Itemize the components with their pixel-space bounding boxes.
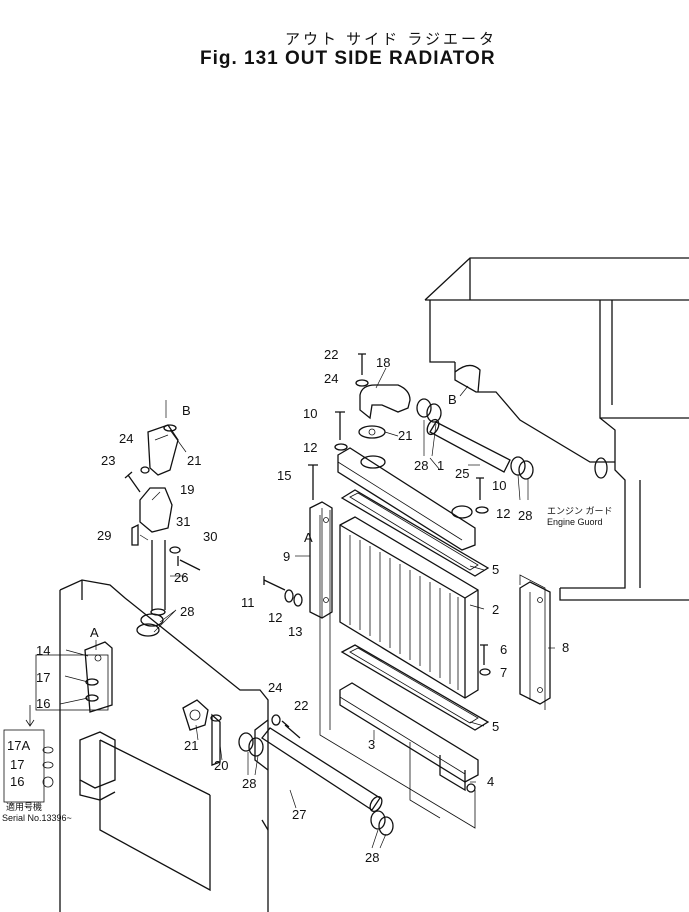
label-24-left: 24 bbox=[119, 431, 133, 446]
engine-guard-drawing bbox=[424, 257, 689, 601]
label-17-serial: 17 bbox=[10, 757, 24, 772]
hose-clamps-part-28 bbox=[136, 398, 534, 836]
label-30: 30 bbox=[203, 529, 217, 544]
label-8: 8 bbox=[562, 640, 569, 655]
label-22-lower: 22 bbox=[294, 698, 308, 713]
label-12-mid: 12 bbox=[268, 610, 282, 625]
label-21-left: 21 bbox=[187, 453, 201, 468]
label-2: 2 bbox=[492, 602, 499, 617]
radiator-frame bbox=[319, 510, 546, 829]
label-31: 31 bbox=[176, 514, 190, 529]
label-24-upper: 24 bbox=[324, 371, 338, 386]
label-11: 11 bbox=[241, 595, 255, 610]
gasket-lower-part-5 bbox=[340, 644, 490, 731]
hose-part-25 bbox=[426, 418, 511, 473]
engine-guard-label-en: Engine Guord bbox=[547, 517, 603, 527]
label-10-right: 10 bbox=[492, 478, 506, 493]
figure-title: Fig. 131 OUT SIDE RADIATOR bbox=[200, 48, 496, 69]
label-20: 20 bbox=[214, 758, 228, 773]
label-6: 6 bbox=[500, 642, 507, 657]
label-12-right: 12 bbox=[496, 506, 510, 521]
radiator-core-part-2 bbox=[339, 516, 479, 699]
lower-tank-part-3 bbox=[339, 682, 479, 792]
label-29: 29 bbox=[97, 528, 111, 543]
elbow-part-19 bbox=[147, 424, 179, 476]
leader-lines bbox=[59, 367, 555, 849]
flange-part-21-lower bbox=[182, 699, 209, 731]
serial-variant-box bbox=[3, 654, 109, 803]
label-21-upper: 21 bbox=[398, 428, 412, 443]
upper-tank-part-1 bbox=[337, 447, 476, 551]
bolts-and-washers bbox=[124, 353, 491, 793]
label-28-bottom: 28 bbox=[365, 850, 379, 865]
label-4: 4 bbox=[487, 774, 494, 789]
side-stay-part-8 bbox=[519, 581, 551, 705]
serial-label-jp: 適用号機 bbox=[6, 801, 42, 812]
label-21-lower: 21 bbox=[184, 738, 198, 753]
label-28-left: 28 bbox=[180, 604, 194, 619]
gasket-upper-part-5 bbox=[340, 489, 490, 577]
label-27: 27 bbox=[292, 807, 306, 822]
label-22-upper: 22 bbox=[324, 347, 338, 362]
pipe-part-20 bbox=[210, 713, 222, 766]
label-16: 16 bbox=[36, 696, 50, 711]
label-9: 9 bbox=[283, 549, 290, 564]
label-15: 15 bbox=[277, 468, 291, 483]
serial-label-en: Serial No.13396~ bbox=[2, 813, 72, 823]
label-16-serial: 16 bbox=[10, 774, 24, 789]
label-24-lower: 24 bbox=[268, 680, 282, 695]
title-japanese: アウト サイド ラジエータ bbox=[285, 31, 498, 48]
label-10-upper: 10 bbox=[303, 406, 317, 421]
label-1: 1 bbox=[437, 458, 444, 473]
label-a-bracket: A bbox=[90, 625, 99, 640]
label-26: 26 bbox=[174, 570, 188, 585]
pipe-part-26 bbox=[131, 487, 173, 616]
part-number-labels: 1 2 3 4 5 5 6 7 8 9 10 10 11 12 12 12 13… bbox=[2, 347, 613, 865]
label-b-right: B bbox=[448, 392, 457, 407]
label-5-lower: 5 bbox=[492, 719, 499, 734]
engine-guard-label-jp: エンジン ガード bbox=[547, 506, 613, 516]
label-28-right: 28 bbox=[518, 508, 532, 523]
bracket-part-14 bbox=[84, 641, 113, 713]
label-25: 25 bbox=[455, 466, 469, 481]
label-12-upper: 12 bbox=[303, 440, 317, 455]
label-17a-serial: 17A bbox=[7, 738, 30, 753]
label-3: 3 bbox=[368, 737, 375, 752]
label-28-lower: 28 bbox=[242, 776, 256, 791]
label-5-upper: 5 bbox=[492, 562, 499, 577]
label-23: 23 bbox=[101, 453, 115, 468]
hose-part-27 bbox=[261, 727, 383, 813]
drain-valve-assembly bbox=[79, 731, 116, 801]
label-13: 13 bbox=[288, 624, 302, 639]
label-14: 14 bbox=[36, 643, 50, 658]
label-18: 18 bbox=[376, 355, 390, 370]
hood-side-panel bbox=[59, 579, 269, 912]
side-stay-part-9 bbox=[309, 501, 333, 619]
label-a-stay: A bbox=[304, 530, 313, 545]
label-19: 19 bbox=[180, 482, 194, 497]
label-17: 17 bbox=[36, 670, 50, 685]
label-b-left: B bbox=[182, 403, 191, 418]
label-7: 7 bbox=[500, 665, 507, 680]
label-28-upper: 28 bbox=[414, 458, 428, 473]
